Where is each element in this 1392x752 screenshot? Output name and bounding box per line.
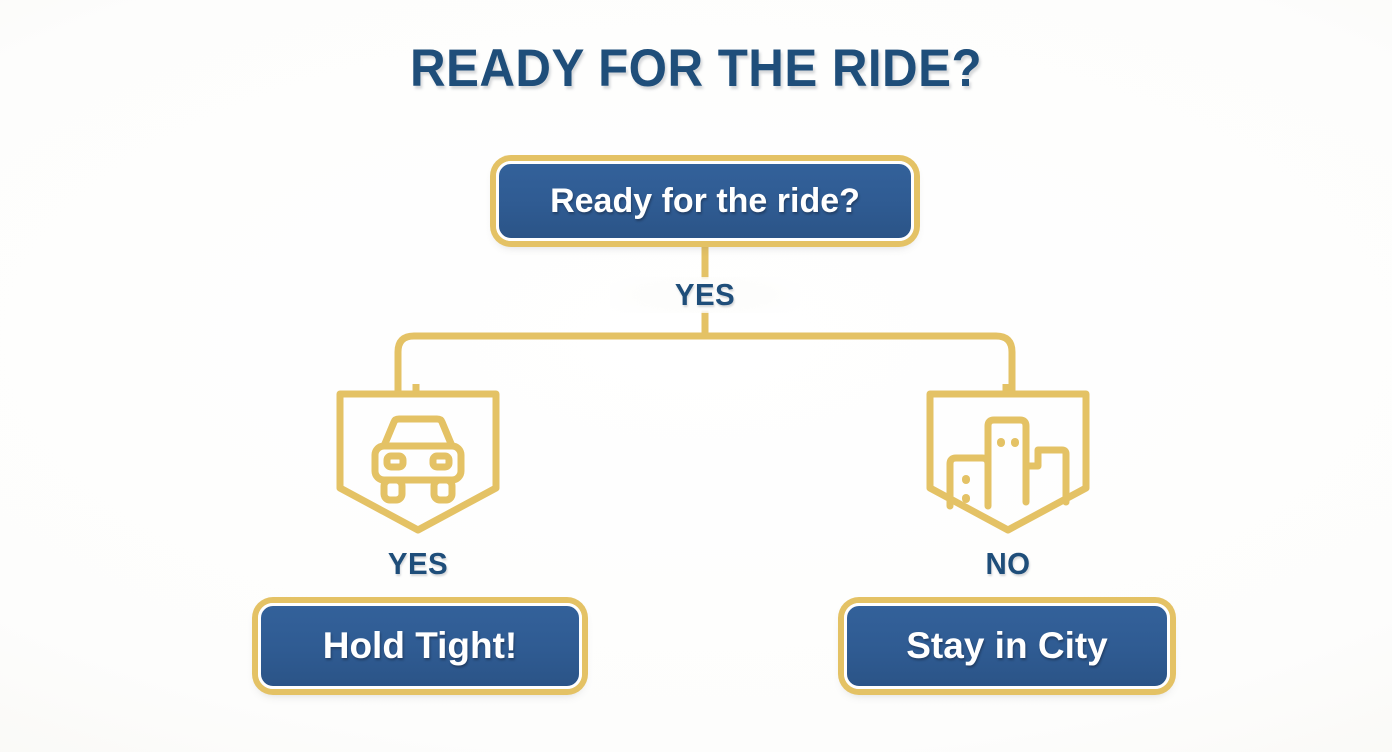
decision-node-root[interactable]: Ready for the ride? bbox=[496, 161, 914, 241]
outcome-node-hold-tight-label: Hold Tight! bbox=[322, 625, 518, 666]
buildings-glyph bbox=[946, 416, 1070, 510]
outcome-node-stay-in-city-label: Stay in City bbox=[906, 625, 1108, 666]
outcome-node-hold-tight[interactable]: Hold Tight! bbox=[258, 603, 582, 689]
decision-node-root-label: Ready for the ride? bbox=[550, 181, 860, 220]
shield-outline-right bbox=[926, 390, 1090, 534]
shield-outline-left bbox=[336, 390, 500, 534]
city-buildings-shield-icon bbox=[926, 390, 1090, 534]
outcome-node-stay-in-city[interactable]: Stay in City bbox=[844, 603, 1170, 689]
car-shield-icon bbox=[336, 390, 500, 534]
page-title: READY FOR THE RIDE? bbox=[409, 39, 983, 98]
edge-branch-bar bbox=[394, 332, 1016, 391]
edge-label-stem: YES bbox=[610, 277, 800, 313]
car-glyph bbox=[371, 415, 465, 504]
edge-label-right-branch: NO bbox=[985, 546, 1031, 581]
edge-label-left-branch: YES bbox=[387, 546, 449, 581]
